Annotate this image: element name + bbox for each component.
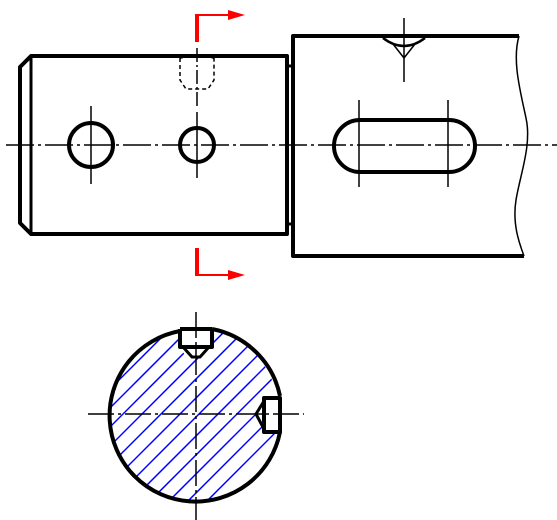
right-hub-break-line	[514, 35, 529, 257]
hatch-line	[187, 329, 280, 500]
hatch-line	[0, 300, 47, 520]
hatch-line	[130, 329, 280, 500]
section-marker-bottom	[195, 248, 245, 280]
hatch-line	[0, 300, 104, 520]
right-hub	[291, 18, 529, 258]
hatch-line	[0, 300, 9, 520]
section-marker-top	[195, 10, 245, 42]
hatch-line	[110, 329, 257, 500]
slot-outline	[332, 118, 477, 174]
section-outline	[107, 327, 282, 504]
hatch-line	[110, 329, 124, 500]
section-view	[0, 300, 304, 520]
set-screw-hole-top	[179, 48, 215, 106]
hatch-line	[110, 329, 162, 500]
section-marker-top-arrow-head	[228, 10, 245, 20]
hatch-line	[0, 300, 66, 520]
hatch-line	[110, 329, 181, 500]
hatch-line	[111, 329, 280, 500]
hatch-line	[110, 329, 143, 500]
section-right-hole	[262, 396, 282, 434]
right-hub-outline	[291, 34, 524, 258]
section-hatch	[0, 300, 280, 520]
slot	[332, 100, 477, 187]
section-marker-bottom-arrow-head	[228, 270, 245, 280]
hatch-line	[0, 300, 28, 520]
hatch-line	[0, 300, 85, 520]
